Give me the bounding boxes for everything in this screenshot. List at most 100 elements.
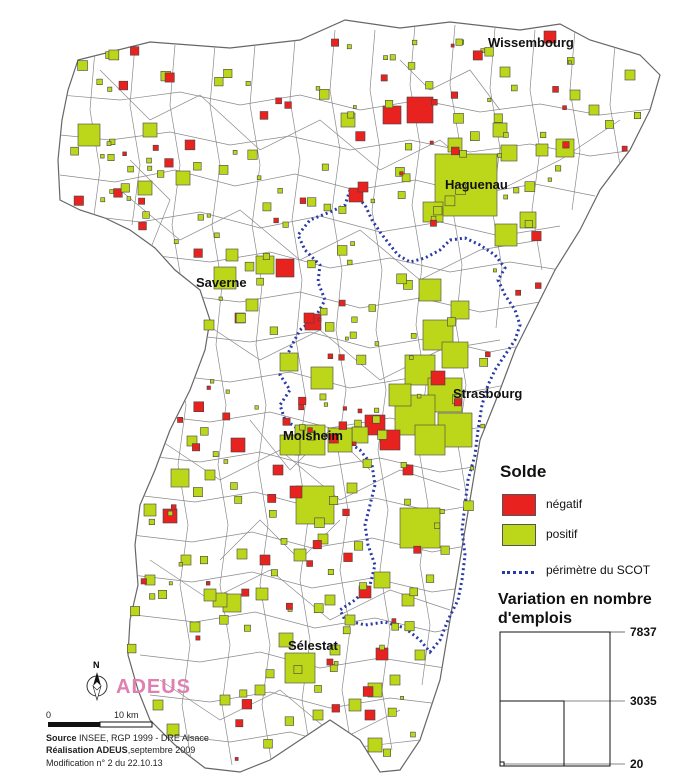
negative-square <box>543 30 557 44</box>
positive-square <box>409 355 414 360</box>
negative-square <box>234 757 239 761</box>
negative-square <box>113 188 123 198</box>
positive-square <box>206 213 211 218</box>
positive-square <box>410 332 417 339</box>
positive-square <box>354 419 362 428</box>
positive-square <box>180 554 192 566</box>
negative-square <box>284 101 292 109</box>
legend-perimeter-line <box>502 571 534 574</box>
positive-square <box>338 206 347 214</box>
negative-square <box>299 197 307 204</box>
positive-square <box>244 261 255 272</box>
negative-square <box>364 709 376 721</box>
positive-square <box>197 214 204 221</box>
negative-square <box>273 217 279 224</box>
positive-square <box>168 581 173 586</box>
positive-square <box>455 38 463 46</box>
scale-end-label: 10 km <box>114 710 139 720</box>
positive-square <box>433 522 441 529</box>
negative-square <box>193 248 203 258</box>
negative-square <box>164 158 174 168</box>
positive-square <box>446 317 456 327</box>
negative-square <box>122 151 127 156</box>
positive-square <box>245 81 251 86</box>
positive-square <box>416 393 422 399</box>
positive-square <box>349 331 357 339</box>
adeus-logo: ADEUS <box>116 676 192 698</box>
positive-square <box>109 189 114 194</box>
credit-realisation: Réalisation ADEUS,septembre 2009 <box>46 745 195 755</box>
negative-square <box>328 433 339 444</box>
positive-square <box>404 498 411 506</box>
positive-square <box>500 144 518 162</box>
negative-square <box>192 443 200 452</box>
negative-square <box>241 699 253 710</box>
positive-square <box>77 60 88 71</box>
positive-square <box>588 104 600 116</box>
positive-square <box>383 55 388 60</box>
positive-square <box>299 424 306 431</box>
positive-square <box>152 699 164 711</box>
positive-square <box>314 685 322 693</box>
size-legend-value-max: 7837 <box>630 625 657 639</box>
positive-square <box>327 568 334 575</box>
positive-square <box>347 259 353 266</box>
positive-square <box>555 165 562 172</box>
positive-square <box>391 622 399 631</box>
positive-square <box>212 451 219 457</box>
positive-square <box>569 89 581 101</box>
positive-square <box>247 149 258 160</box>
positive-square <box>404 621 415 632</box>
credit-source-text: INSEE, RGP 1999 - DRE Alsace <box>76 733 209 743</box>
positive-square <box>107 154 115 162</box>
positive-square <box>324 322 335 332</box>
negative-square <box>338 354 345 361</box>
positive-square <box>268 509 277 518</box>
negative-square <box>451 146 460 156</box>
positive-square <box>203 319 215 331</box>
positive-square <box>513 187 520 194</box>
positive-square <box>218 165 229 175</box>
negative-square <box>230 437 246 453</box>
positive-square <box>307 259 316 269</box>
positive-square <box>463 500 474 511</box>
negative-square <box>138 197 145 205</box>
positive-square <box>219 694 231 706</box>
positive-square <box>280 537 288 545</box>
positive-square <box>624 69 636 81</box>
negative-square <box>206 385 211 390</box>
positive-square <box>142 122 158 138</box>
positive-square <box>77 123 101 147</box>
negative-square <box>413 545 422 554</box>
positive-square <box>173 239 179 245</box>
positive-square <box>352 105 357 109</box>
positive-square <box>175 170 191 186</box>
positive-square <box>255 587 269 601</box>
positive-square <box>605 120 614 129</box>
positive-square <box>480 423 485 429</box>
positive-square <box>414 649 426 661</box>
positive-square <box>120 183 130 193</box>
negative-square <box>303 312 315 324</box>
positive-square <box>219 615 229 625</box>
positive-square <box>368 304 376 312</box>
positive-square <box>245 298 259 312</box>
positive-square <box>149 593 156 600</box>
negative-square <box>406 96 434 124</box>
negative-square <box>338 421 347 430</box>
negative-square <box>450 43 455 48</box>
size-legend-value-mid: 3035 <box>630 694 657 708</box>
positive-square <box>469 131 480 141</box>
positive-square <box>146 157 152 164</box>
positive-square <box>166 723 180 737</box>
positive-square <box>440 545 450 555</box>
negative-square <box>391 618 397 623</box>
positive-square <box>450 300 470 320</box>
positive-square <box>487 97 492 102</box>
positive-square <box>314 517 325 528</box>
size-legend-title: Variation en nombre d'emplois <box>498 590 688 628</box>
negative-square <box>326 658 334 666</box>
negative-square <box>429 140 434 145</box>
positive-square <box>70 146 79 156</box>
positive-square <box>284 716 295 726</box>
